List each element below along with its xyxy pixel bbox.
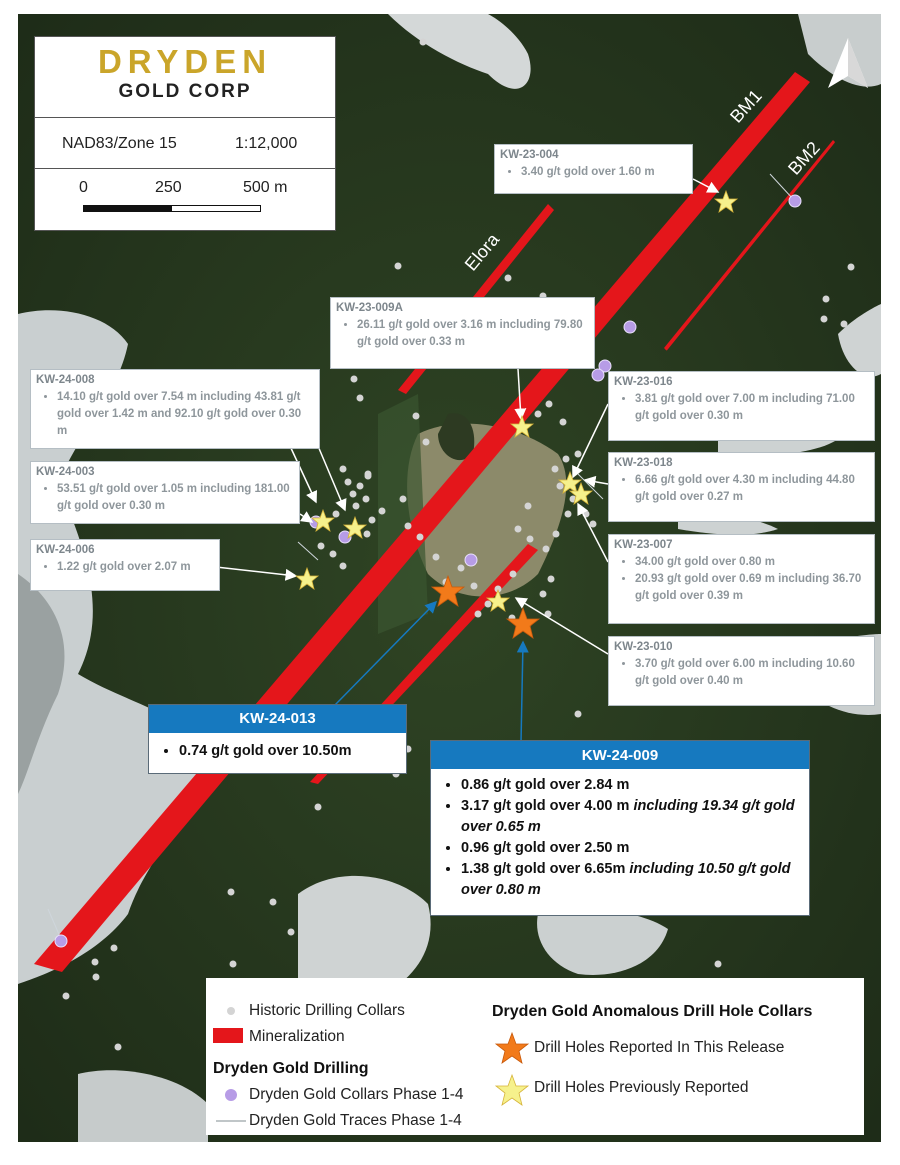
star-icon (310, 508, 336, 532)
scale-bar-graphic (83, 205, 261, 212)
reported-stars (430, 574, 541, 639)
clearing-pond (438, 413, 475, 461)
legend-drilling-heading: Dryden Gold Drilling (213, 1060, 369, 1077)
logo-subtitle: GOLD CORP (118, 81, 252, 102)
scale-ratio: 1:12,000 (235, 135, 298, 152)
lake-east-1 (838, 304, 881, 377)
yellow-star-icon (494, 1073, 530, 1106)
lake-northeast (798, 14, 881, 87)
callout-id: KW-24-006 (36, 544, 95, 556)
callout-id: KW-23-007 (614, 539, 673, 551)
north-arrow-icon (828, 38, 868, 88)
star-icon (430, 574, 466, 607)
star-icon (485, 588, 511, 612)
callout-id: KW-24-008 (36, 374, 95, 386)
callout-result: 3.40 g/t gold over 1.60 m (521, 164, 686, 181)
callout-kw-23-007: KW-23-007 34.00 g/t gold over 0.80 m 20.… (608, 534, 875, 624)
satellite-map[interactable]: BM1 BM2 Elora (18, 14, 881, 1142)
projection-row: NAD83/Zone 15 1:12,000 (35, 118, 335, 169)
lake-west (18, 310, 208, 984)
callout-result: 1.22 g/t gold over 2.07 m (57, 559, 213, 576)
result-main: 3.17 g/t gold over 4.00 m (461, 798, 634, 814)
callout-result: 53.51 g/t gold over 1.05 m including 181… (57, 481, 293, 515)
callout-id: KW-23-009A (336, 302, 403, 314)
callout-kw-24-009: KW-24-009 0.86 g/t gold over 2.84 m 3.17… (430, 740, 810, 916)
scale-tick-0: 0 (79, 179, 88, 196)
callout-leaders (215, 178, 739, 743)
legend-mineralization: Mineralization (249, 1028, 345, 1045)
callout-header: KW-24-013 (149, 705, 406, 733)
legend-anomalous-heading: Dryden Gold Anomalous Drill Hole Collars (492, 1003, 813, 1020)
callout-kw-23-009a: KW-23-009A 26.11 g/t gold over 3.16 m in… (330, 297, 595, 369)
callout-result: 6.66 g/t gold over 4.30 m including 44.8… (635, 472, 868, 506)
callout-kw-23-004: KW-23-004 3.40 g/t gold over 1.60 m (494, 144, 693, 194)
callout-kw-23-018: KW-23-018 6.66 g/t gold over 4.30 m incl… (608, 452, 875, 522)
lake-north (388, 14, 531, 89)
callout-result: 3.70 g/t gold over 6.00 m including 10.6… (635, 656, 868, 690)
scale-tick-250: 250 (155, 179, 182, 196)
logo: DRYDEN GOLD CORP (35, 37, 335, 118)
scale-bar: 0 250 500 m (35, 169, 335, 229)
callout-result: 0.74 g/t gold over 10.50m (179, 741, 398, 762)
bm2-trace (665, 141, 835, 351)
callout-result: 34.00 g/t gold over 0.80 m (635, 554, 868, 571)
star-icon (713, 189, 739, 213)
callout-result: 14.10 g/t gold over 7.54 m including 43.… (57, 389, 313, 440)
star-icon (505, 606, 541, 639)
callout-kw-24-003: KW-24-003 53.51 g/t gold over 1.05 m inc… (30, 461, 300, 524)
callout-result: 26.11 g/t gold over 3.16 m including 79.… (357, 317, 588, 351)
callout-id: KW-24-003 (36, 466, 95, 478)
dryden-collar-icon (225, 1089, 237, 1101)
legend: Historic Drilling Collars Mineralization… (206, 978, 864, 1135)
map-labels: BM1 BM2 Elora (461, 86, 824, 275)
callout-result: 3.81 g/t gold over 7.00 m including 71.0… (635, 391, 868, 425)
legend-traces: Dryden Gold Traces Phase 1-4 (249, 1112, 462, 1129)
logo-wordmark: DRYDEN (97, 43, 273, 80)
legend-historic: Historic Drilling Collars (249, 1002, 405, 1019)
callout-result: 3.17 g/t gold over 4.00 m including 19.3… (461, 796, 801, 838)
callout-id: KW-23-010 (614, 641, 673, 653)
scale-tick-500: 500 m (243, 179, 288, 196)
previously-reported-stars (294, 189, 739, 612)
star-icon (294, 566, 320, 590)
historic-collar-icon (227, 1007, 235, 1015)
callout-result: 20.93 g/t gold over 0.69 m including 36.… (635, 571, 868, 605)
callout-id: KW-23-018 (614, 457, 673, 469)
lake-west-shade (18, 574, 65, 794)
callout-result: 0.96 g/t gold over 2.50 m (461, 838, 801, 859)
result-including: including 19.34 g/t gold over 0.65 m (461, 798, 795, 835)
lake-south-1 (298, 875, 431, 992)
callout-kw-23-016: KW-23-016 3.81 g/t gold over 7.00 m incl… (608, 371, 875, 441)
star-icon (509, 414, 535, 438)
mineralization-swatch (213, 1028, 243, 1043)
lake-south-2 (537, 909, 668, 975)
legend-collars: Dryden Gold Collars Phase 1-4 (249, 1086, 464, 1103)
orange-star-icon (494, 1031, 530, 1064)
title-block: DRYDEN GOLD CORP NAD83/Zone 15 1:12,000 … (34, 36, 336, 231)
dryden-collars (54, 194, 802, 948)
callout-result: 1.38 g/t gold over 6.65m including 10.50… (461, 859, 801, 901)
star-icon (568, 481, 594, 505)
callout-id: KW-23-004 (500, 149, 559, 161)
callout-kw-24-013: KW-24-013 0.74 g/t gold over 10.50m (148, 704, 407, 774)
datum-label: NAD83/Zone 15 (62, 135, 177, 152)
callout-header: KW-24-009 (431, 741, 809, 769)
star-icon (557, 470, 583, 494)
callout-kw-24-006: KW-24-006 1.22 g/t gold over 2.07 m (30, 539, 220, 591)
result-including: including 10.50 g/t gold over 0.80 m (461, 861, 791, 898)
callout-id: KW-23-016 (614, 376, 673, 388)
legend-previous: Drill Holes Previously Reported (534, 1079, 749, 1096)
result-main: 1.38 g/t gold over 6.65m (461, 861, 630, 877)
legend-reported: Drill Holes Reported In This Release (534, 1039, 785, 1056)
callout-result: 0.86 g/t gold over 2.84 m (461, 775, 801, 796)
star-icon (342, 515, 368, 539)
lake-south-3 (78, 1070, 208, 1142)
legend-symbols (213, 1007, 530, 1122)
callout-kw-23-010: KW-23-010 3.70 g/t gold over 6.00 m incl… (608, 636, 875, 706)
callout-kw-24-008: KW-24-008 14.10 g/t gold over 7.54 m inc… (30, 369, 320, 449)
